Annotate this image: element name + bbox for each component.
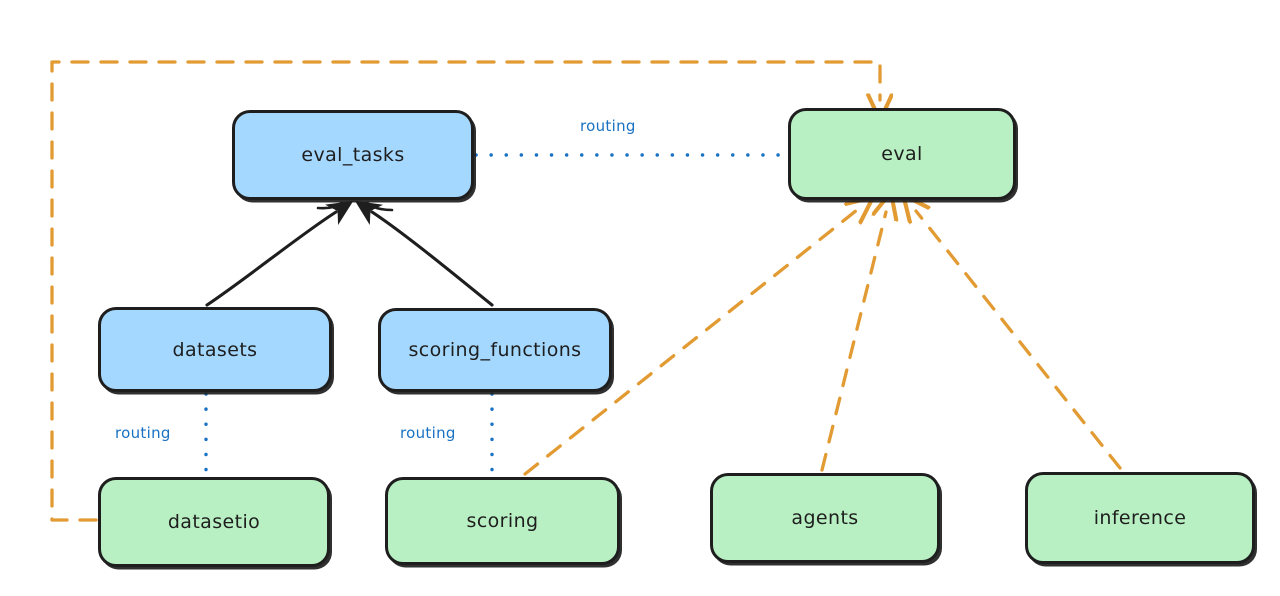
edge-inference-to-eval-dependency	[916, 211, 1122, 470]
node-label-datasets: datasets	[172, 338, 258, 361]
node-scoring-functions[interactable]: scoring_functions	[378, 308, 612, 392]
edge-label-routing-scoring-functions-scoring: routing	[397, 424, 459, 442]
node-eval[interactable]: eval	[788, 108, 1016, 200]
node-eval-tasks[interactable]: eval_tasks	[232, 110, 474, 200]
edge-scoring-to-eval-dependency	[523, 210, 857, 476]
node-label-eval-tasks: eval_tasks	[301, 144, 405, 166]
node-label-inference: inference	[1093, 507, 1187, 529]
edge-datasetio-to-eval-dependency	[50, 60, 880, 522]
node-label-datasetio: datasetio	[167, 511, 261, 533]
node-label-eval: eval	[881, 143, 923, 165]
edge-label-routing-eval-tasks-eval: routing	[577, 117, 639, 135]
edge-label-routing-datasets-datasetio: routing	[112, 424, 174, 442]
node-datasetio[interactable]: datasetio	[98, 477, 330, 567]
edge-agents-to-eval-dependency	[820, 212, 886, 472]
node-agents[interactable]: agents	[710, 473, 940, 563]
node-inference[interactable]: inference	[1025, 472, 1255, 564]
node-scoring[interactable]: scoring	[385, 477, 620, 565]
node-datasets[interactable]: datasets	[98, 307, 332, 392]
node-label-scoring: scoring	[466, 510, 539, 532]
node-label-scoring-functions: scoring_functions	[408, 339, 582, 361]
node-label-agents: agents	[791, 507, 859, 529]
edge-datasets-to-eval-tasks	[205, 200, 354, 307]
edge-scoring-functions-to-eval-tasks	[354, 200, 494, 307]
